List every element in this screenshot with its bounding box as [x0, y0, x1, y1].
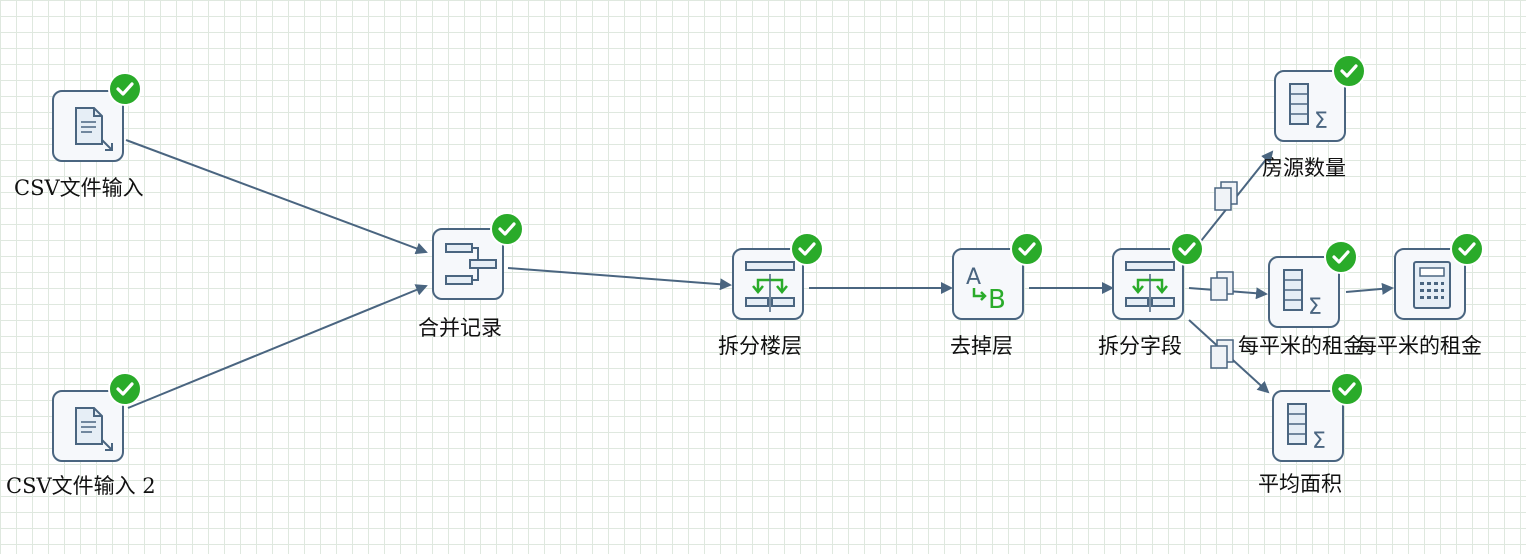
success-check-icon: [108, 372, 142, 406]
success-check-icon: [790, 232, 824, 266]
step-listing-count[interactable]: Σ 房源数量: [1252, 52, 1402, 182]
success-check-icon: [1330, 372, 1364, 406]
split-field-icon[interactable]: [732, 248, 804, 320]
step-csv-file-input[interactable]: CSV文件输入: [0, 70, 150, 200]
step-label: 房源数量: [1262, 156, 1346, 180]
step-label: 平均面积: [1258, 472, 1342, 496]
csv-file-input-icon[interactable]: [52, 90, 124, 162]
success-check-icon: [1450, 232, 1484, 266]
step-csv-file-input-2[interactable]: CSV文件输入 2: [0, 370, 156, 500]
copy-rows-icon: [1210, 271, 1234, 301]
copy-rows-icon: [1210, 339, 1234, 369]
svg-text:Σ: Σ: [1308, 295, 1322, 320]
step-rent-per-sqm-groupby[interactable]: Σ 每平米的租金: [1238, 238, 1396, 368]
step-average-area[interactable]: Σ 平均面积: [1252, 370, 1402, 500]
success-check-icon: [490, 212, 524, 246]
step-split-fields[interactable]: 拆分字段: [1090, 230, 1240, 360]
step-label: CSV文件输入 2: [6, 474, 156, 498]
step-label: 去掉层: [950, 334, 1013, 358]
step-label: 拆分楼层: [718, 334, 802, 358]
hop-rent1-rent2: [1345, 282, 1394, 295]
step-remove-floor[interactable]: A B 去掉层: [930, 230, 1080, 360]
calculator-icon[interactable]: [1394, 248, 1466, 320]
hop-csv1-merge: [125, 139, 428, 255]
success-check-icon: [1324, 240, 1358, 274]
success-check-icon: [1332, 54, 1366, 88]
step-rent-per-sqm-calculator[interactable]: 每平米的租金: [1356, 230, 1522, 360]
step-label: 拆分字段: [1098, 334, 1182, 358]
svg-text:Σ: Σ: [1312, 429, 1326, 454]
hop-csv2-merge: [127, 284, 428, 409]
group-by-icon[interactable]: Σ: [1274, 70, 1346, 142]
step-label: 每平米的租金: [1238, 334, 1364, 358]
svg-text:B: B: [988, 285, 1006, 315]
svg-text:A: A: [966, 265, 981, 290]
success-check-icon: [1170, 232, 1204, 266]
copy-rows-icon: [1214, 181, 1238, 211]
replace-string-icon[interactable]: A B: [952, 248, 1024, 320]
svg-text:Σ: Σ: [1314, 109, 1328, 134]
step-label: 每平米的租金: [1356, 334, 1482, 358]
split-field-icon[interactable]: [1112, 248, 1184, 320]
step-split-floor[interactable]: 拆分楼层: [710, 230, 860, 360]
csv-file-input-icon[interactable]: [52, 390, 124, 462]
step-label: 合并记录: [418, 316, 502, 340]
step-label: CSV文件输入: [14, 176, 144, 200]
step-merge-records[interactable]: 合并记录: [410, 210, 560, 340]
success-check-icon: [1010, 232, 1044, 266]
group-by-icon[interactable]: Σ: [1272, 390, 1344, 462]
hop-merge-split1: [507, 267, 732, 291]
success-check-icon: [108, 72, 142, 106]
merge-records-icon[interactable]: [432, 228, 504, 300]
